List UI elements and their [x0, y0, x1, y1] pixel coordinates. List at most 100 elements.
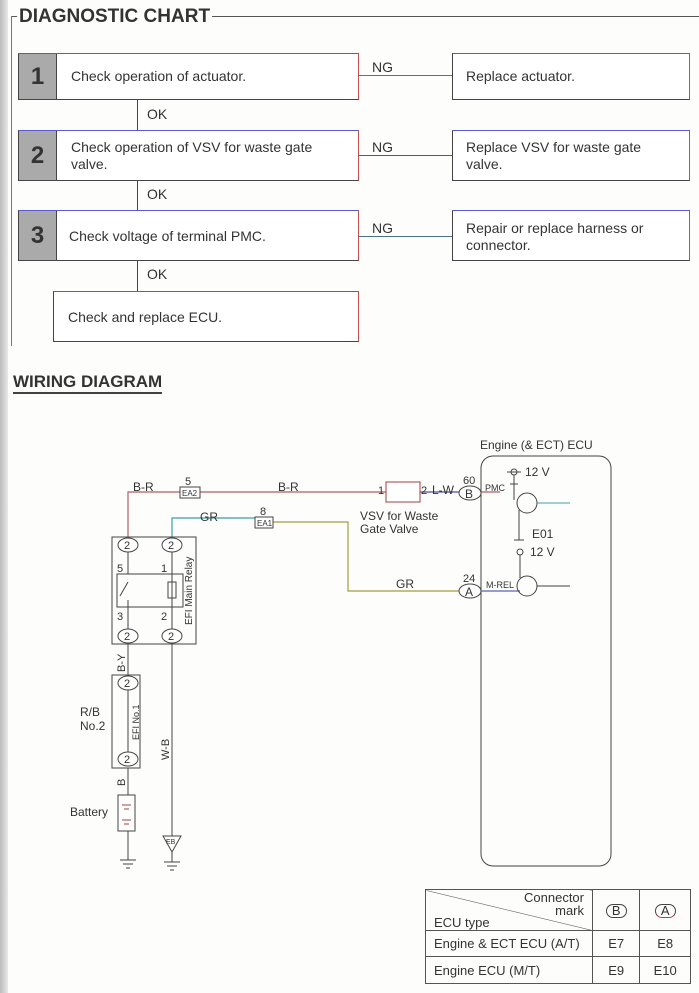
title-rule-left	[11, 16, 17, 17]
header-ecu-type: ECU type	[434, 915, 490, 930]
ng-arrow	[359, 236, 452, 237]
table-row: Engine & ECT ECU (A/T) E7 E8	[425, 930, 691, 957]
step-1-box: 1 Check operation of actuator.	[18, 53, 359, 100]
header-text: mark	[555, 903, 584, 918]
rb-label: No.2	[80, 719, 106, 733]
wire-label-br: B-R	[133, 480, 154, 494]
relay-label: EFI Main Relay	[184, 557, 195, 625]
wire-label-wb: W-B	[160, 739, 172, 760]
ok-arrow	[137, 100, 138, 130]
connector-a-pin: 24	[463, 573, 475, 585]
rb-label: R/B	[80, 705, 100, 719]
vsv-pin: 1	[378, 485, 384, 497]
ng-label: NG	[372, 139, 393, 155]
voltage-label: 12 V	[530, 545, 555, 559]
ecu-type: Engine & ECT ECU (A/T)	[425, 930, 593, 957]
step-number: 3	[19, 211, 57, 260]
ecu-box	[480, 455, 612, 867]
ground-icon	[164, 852, 180, 871]
connector-num: 2	[124, 631, 130, 643]
page-binding-edge	[0, 0, 8, 993]
ok-label: OK	[147, 266, 168, 282]
wire-label-br: B-R	[278, 480, 299, 494]
step-2-box: 2 Check operation of VSV for waste gate …	[18, 130, 359, 181]
result-box: Replace actuator.	[452, 53, 690, 100]
ok-label: OK	[147, 186, 168, 202]
connector-num: 2	[124, 754, 130, 766]
connector-b-pin: 60	[463, 475, 475, 487]
connector-a-value: E8	[639, 930, 691, 957]
diagnostic-chart-title: DIAGNOSTIC CHART	[19, 6, 211, 27]
connector-num: 2	[168, 540, 174, 552]
wire-label-by: B-Y	[116, 653, 128, 672]
relay-pin: 2	[161, 611, 167, 623]
ea1-pin: 8	[260, 506, 266, 518]
ng-label: NG	[372, 59, 393, 75]
m-rel-terminal: M-REL	[486, 580, 514, 590]
relay-inner	[116, 573, 184, 608]
connector-ea2-label: EA2	[182, 489, 198, 498]
wire-label-lw: L-W	[432, 483, 455, 497]
result-text: Replace actuator.	[466, 68, 575, 84]
vsv-label: Gate Valve	[360, 522, 419, 536]
wiring-diagram-title: WIRING DIAGRAM	[13, 372, 163, 394]
ok-label: OK	[147, 106, 168, 122]
relay-block-no2	[111, 674, 141, 769]
relay-pin: 3	[117, 611, 123, 623]
ground-icon	[120, 859, 136, 869]
ok-arrow	[137, 181, 138, 210]
wire-label-gr: GR	[200, 510, 218, 524]
ng-arrow	[359, 75, 452, 76]
pmc-terminal: PMC	[485, 483, 506, 493]
result-box: Replace VSV for waste gate valve.	[452, 130, 690, 181]
title-rule	[212, 16, 699, 17]
column-a: A	[654, 903, 676, 918]
step-check: Check operation of VSV for waste gate va…	[71, 139, 313, 172]
connector-ea1	[254, 516, 274, 529]
bracket-line	[11, 16, 12, 346]
step-check: Check operation of actuator.	[71, 68, 247, 84]
connector-num: 2	[124, 678, 130, 690]
result-text: Replace VSV for waste gate valve.	[466, 139, 642, 172]
connector-ea2	[179, 486, 201, 499]
voltage-label: 12 V	[525, 465, 550, 479]
connector-b-label: B	[465, 487, 473, 501]
wire-label-b: B	[116, 779, 128, 786]
connector-a-label: A	[465, 585, 473, 599]
vsv-label: VSV for Waste	[360, 509, 439, 523]
e01-terminal: E01	[532, 527, 554, 541]
column-b: B	[605, 903, 627, 918]
ecu-title: Engine (& ECT) ECU	[480, 438, 593, 452]
battery-label: Battery	[70, 805, 108, 819]
connector-a-value: E10	[639, 956, 691, 984]
relay-pin: 5	[117, 563, 123, 575]
ecu-type: Engine ECU (M/T)	[425, 956, 593, 984]
relay-pin: 1	[161, 563, 167, 575]
ea2-pin: 5	[185, 476, 191, 488]
header-text: Connector	[524, 890, 584, 905]
final-box: Check and replace ECU.	[53, 291, 359, 342]
vsv-solenoid	[385, 481, 421, 503]
step-check: Check voltage of terminal PMC.	[69, 228, 266, 244]
final-text: Check and replace ECU.	[68, 309, 223, 325]
ng-arrow	[359, 155, 452, 156]
result-box: Repair or replace harness or connector.	[452, 210, 690, 261]
efi-main-relay	[111, 536, 197, 645]
eb-label: EB	[166, 839, 176, 846]
battery-icon	[117, 794, 136, 832]
connector-b-value: E9	[591, 956, 641, 984]
result-text: Repair or replace harness or connector.	[466, 220, 644, 253]
connector-num: 2	[168, 631, 174, 643]
vsv-pin: 2	[421, 485, 427, 497]
connector-num: 2	[124, 540, 130, 552]
eb-ground-point	[162, 835, 182, 854]
wire-label-gr: GR	[396, 577, 414, 591]
step-number: 2	[19, 131, 57, 180]
connector-ea1-label: EA1	[257, 519, 273, 528]
